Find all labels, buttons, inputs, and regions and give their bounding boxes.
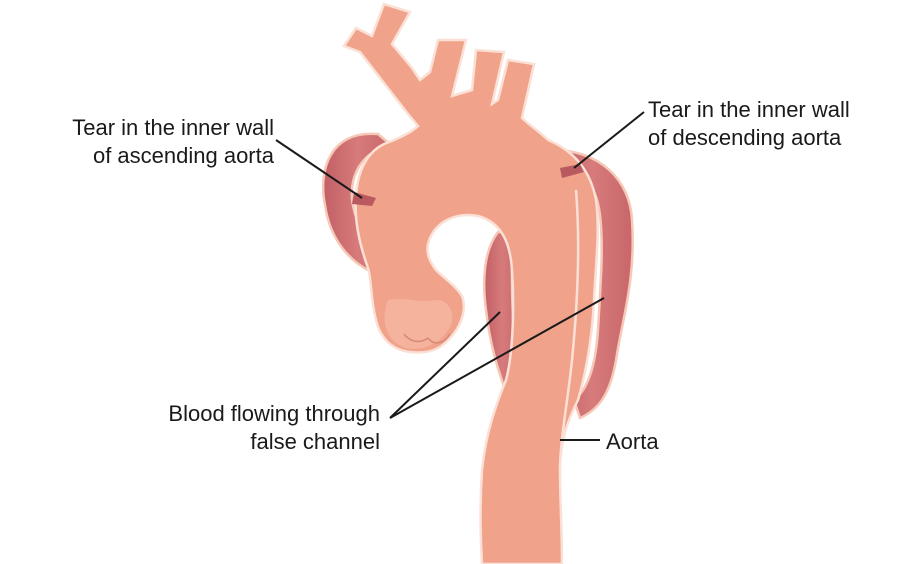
label-aorta: Aorta (606, 428, 659, 456)
label-false-channel: Blood flowing through false channel (118, 400, 380, 456)
label-false-channel-line1: Blood flowing through (118, 400, 380, 428)
label-tear-ascending-line2: of ascending aorta (14, 142, 274, 170)
label-tear-ascending-line1: Tear in the inner wall (14, 114, 274, 142)
label-tear-ascending: Tear in the inner wall of ascending aort… (14, 114, 274, 170)
label-tear-descending-line2: of descending aorta (648, 124, 850, 152)
label-tear-descending-line1: Tear in the inner wall (648, 96, 850, 124)
aorta-body (344, 4, 598, 564)
label-tear-descending: Tear in the inner wall of descending aor… (648, 96, 850, 152)
label-false-channel-line2: false channel (118, 428, 380, 456)
leader-tear-descending (574, 112, 644, 168)
